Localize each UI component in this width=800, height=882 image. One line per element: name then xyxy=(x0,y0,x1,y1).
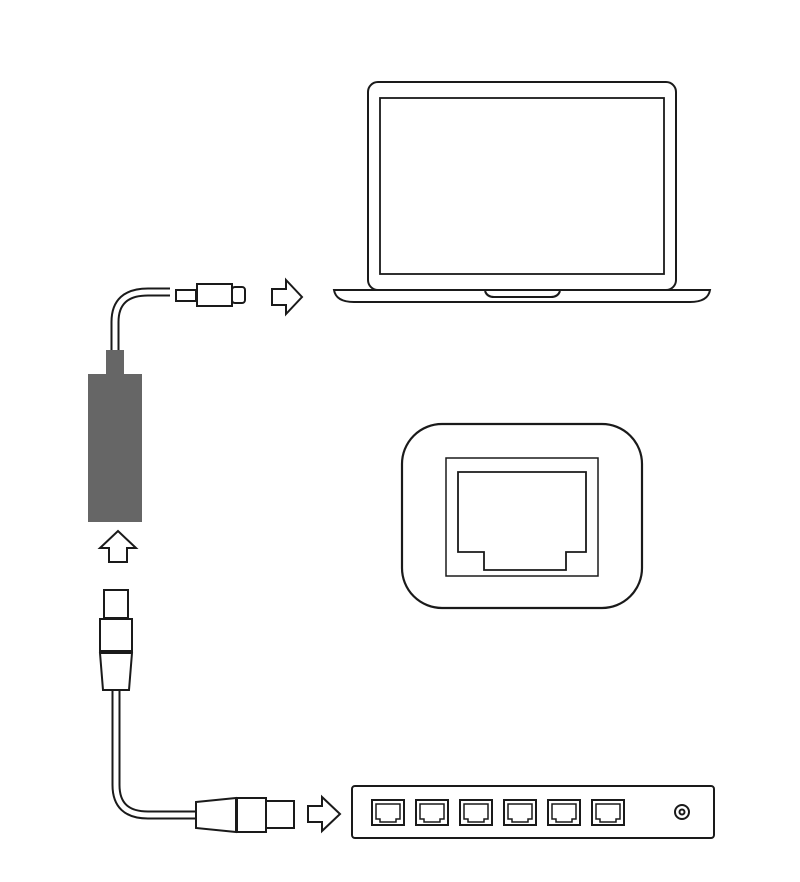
ethernet-cable-icon xyxy=(98,589,295,834)
arrow-up-icon xyxy=(97,529,139,563)
switch-port-5 xyxy=(547,799,581,826)
switch-port-2 xyxy=(415,799,449,826)
arrow-right-icon xyxy=(271,277,304,317)
ethernet-adapter-icon xyxy=(88,350,142,522)
switch-port-6 xyxy=(591,799,625,826)
ethernet-port-icon xyxy=(400,422,644,610)
laptop-icon xyxy=(332,81,712,303)
switch-port-1 xyxy=(371,799,405,826)
network-switch-icon xyxy=(351,785,715,839)
switch-port-4 xyxy=(503,799,537,826)
arrow-right-icon xyxy=(307,794,342,834)
switch-port-3 xyxy=(459,799,493,826)
usb-c-cable-icon xyxy=(110,283,246,350)
